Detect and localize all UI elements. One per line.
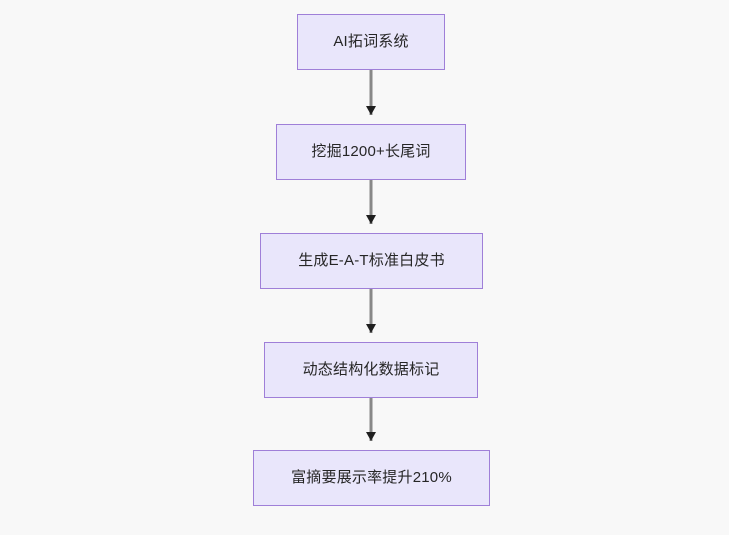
flow-node-4[interactable]: 动态结构化数据标记	[264, 342, 478, 398]
flow-node-2[interactable]: 挖掘1200+长尾词	[276, 124, 466, 180]
flow-node-label: 生成E-A-T标准白皮书	[298, 251, 445, 269]
flow-node-1[interactable]: AI拓词系统	[297, 14, 445, 70]
arrowhead-icon	[366, 215, 376, 224]
arrowhead-icon	[366, 106, 376, 115]
flow-node-3[interactable]: 生成E-A-T标准白皮书	[260, 233, 483, 289]
flow-node-label: 挖掘1200+长尾词	[311, 142, 431, 160]
arrowhead-icon	[366, 324, 376, 333]
flow-connector-node-4-to-node-5	[369, 398, 373, 441]
flow-connector-node-1-to-node-2	[369, 70, 373, 115]
flow-node-label: 动态结构化数据标记	[302, 360, 440, 378]
flow-node-5[interactable]: 富摘要展示率提升210%	[253, 450, 490, 506]
arrowhead-icon	[366, 432, 376, 441]
flow-connector-node-3-to-node-4	[369, 289, 373, 333]
flow-connector-node-2-to-node-3	[369, 180, 373, 224]
flow-node-label: AI拓词系统	[333, 32, 409, 50]
flow-node-label: 富摘要展示率提升210%	[291, 468, 452, 486]
